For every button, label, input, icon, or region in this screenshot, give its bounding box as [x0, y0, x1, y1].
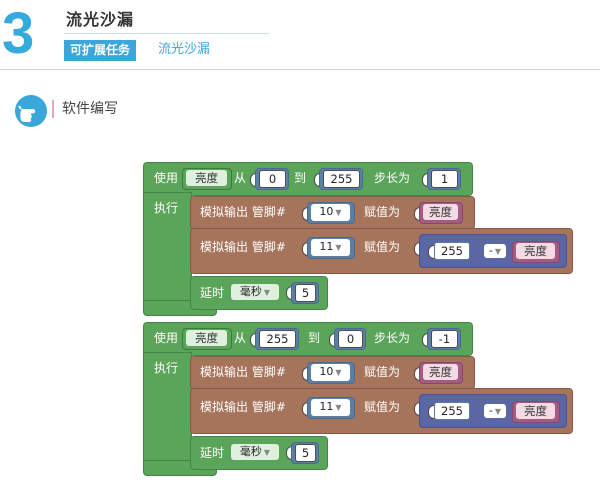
title-divider: [64, 33, 269, 34]
assign-label: 赋值为: [364, 240, 401, 254]
start-value-block[interactable]: 255: [255, 328, 299, 350]
start-value-block[interactable]: 0: [255, 168, 289, 190]
delay-value[interactable]: 5: [295, 444, 316, 462]
input-connector: [250, 173, 257, 187]
to-label: 到: [308, 331, 321, 345]
header-rule: [0, 69, 600, 70]
input-connector: [414, 242, 421, 256]
end-value-block[interactable]: 0: [334, 328, 366, 350]
input-connector: [302, 402, 309, 416]
for-loop-body-spine: [143, 352, 192, 468]
assign-label: 赋值为: [364, 205, 401, 219]
pin-dropdown[interactable]: 11▼: [311, 399, 350, 416]
math-subtract-block[interactable]: 255 -▼ 亮度: [419, 394, 567, 428]
from-label: 从: [234, 331, 247, 345]
delay-value-block[interactable]: 5: [291, 282, 319, 304]
input-connector: [428, 405, 435, 419]
section-title: 软件编写: [62, 101, 118, 117]
input-connector: [414, 207, 421, 221]
input-connector: [422, 333, 429, 347]
variable-name[interactable]: 亮度: [423, 364, 458, 380]
pin-dropdown[interactable]: 10▼: [311, 364, 350, 381]
start-value[interactable]: 255: [259, 330, 296, 348]
analog-write-label: 模拟输出 管脚#: [200, 205, 286, 219]
variable-block[interactable]: 亮度: [512, 401, 560, 423]
pointing-hand-icon: [15, 95, 47, 127]
input-connector: [250, 333, 257, 347]
loop-variable-name[interactable]: 亮度: [186, 330, 227, 346]
operand-a[interactable]: 255: [434, 402, 470, 420]
delay-value-block[interactable]: 5: [291, 442, 319, 464]
delay-value[interactable]: 5: [295, 284, 316, 302]
pin-dropdown-block[interactable]: 11▼: [307, 237, 355, 259]
step-value[interactable]: -1: [431, 330, 458, 348]
delay-unit-dropdown[interactable]: 毫秒▼: [231, 284, 279, 300]
step-value-block[interactable]: 1: [427, 168, 461, 190]
input-connector: [414, 402, 421, 416]
input-connector: [428, 245, 435, 259]
math-subtract-block[interactable]: 255 -▼ 亮度: [419, 234, 567, 268]
assign-label: 赋值为: [364, 400, 401, 414]
input-connector: [302, 242, 309, 256]
end-value[interactable]: 255: [323, 170, 360, 188]
step-label: 步长为: [374, 171, 411, 185]
input-connector: [329, 333, 336, 347]
chapter-number: 3: [2, 1, 35, 66]
delay-unit-dropdown[interactable]: 毫秒▼: [231, 444, 279, 460]
use-label: 使用: [154, 171, 179, 185]
operand-a[interactable]: 255: [434, 242, 470, 260]
exec-label: 执行: [154, 201, 179, 215]
pin-dropdown-block[interactable]: 10▼: [307, 202, 355, 224]
variable-block[interactable]: 亮度: [512, 241, 560, 263]
pin-dropdown-block[interactable]: 10▼: [307, 362, 355, 384]
task-badge: 可扩展任务: [64, 40, 137, 61]
input-connector: [422, 173, 429, 187]
operator-dropdown[interactable]: -▼: [484, 404, 506, 418]
analog-write-label: 模拟输出 管脚#: [200, 365, 286, 379]
use-label: 使用: [154, 331, 179, 345]
exec-label: 执行: [154, 361, 179, 375]
lesson-subtitle: 流光沙漏: [158, 42, 211, 57]
assign-label: 赋值为: [364, 365, 401, 379]
variable-block[interactable]: 亮度: [419, 202, 463, 224]
step-value[interactable]: 1: [431, 170, 458, 188]
loop-variable-chip[interactable]: 亮度: [182, 168, 232, 190]
end-value-block[interactable]: 255: [319, 168, 363, 190]
variable-block[interactable]: 亮度: [419, 362, 463, 384]
delay-label: 延时: [200, 446, 225, 460]
input-connector: [302, 367, 309, 381]
loop-variable-chip[interactable]: 亮度: [182, 328, 232, 350]
end-value[interactable]: 0: [338, 330, 363, 348]
input-connector: [302, 207, 309, 221]
pin-dropdown[interactable]: 11▼: [311, 239, 350, 256]
from-label: 从: [234, 171, 247, 185]
analog-write-label: 模拟输出 管脚#: [200, 400, 286, 414]
pin-dropdown[interactable]: 10▼: [311, 204, 350, 221]
lesson-title: 流光沙漏: [66, 10, 135, 29]
variable-name[interactable]: 亮度: [516, 403, 555, 419]
start-value[interactable]: 0: [259, 170, 286, 188]
variable-name[interactable]: 亮度: [516, 243, 555, 259]
input-connector: [314, 173, 321, 187]
step-value-block[interactable]: -1: [427, 328, 461, 350]
for-loop-body-spine: [143, 192, 192, 308]
variable-name[interactable]: 亮度: [423, 204, 458, 220]
analog-write-label: 模拟输出 管脚#: [200, 240, 286, 254]
step-label: 步长为: [374, 331, 411, 345]
input-connector: [286, 446, 293, 460]
input-connector: [414, 367, 421, 381]
operator-dropdown[interactable]: -▼: [484, 244, 506, 258]
pin-dropdown-block[interactable]: 11▼: [307, 397, 355, 419]
input-connector: [286, 286, 293, 300]
to-label: 到: [294, 171, 307, 185]
section-divider: [52, 100, 54, 118]
delay-label: 延时: [200, 286, 225, 300]
